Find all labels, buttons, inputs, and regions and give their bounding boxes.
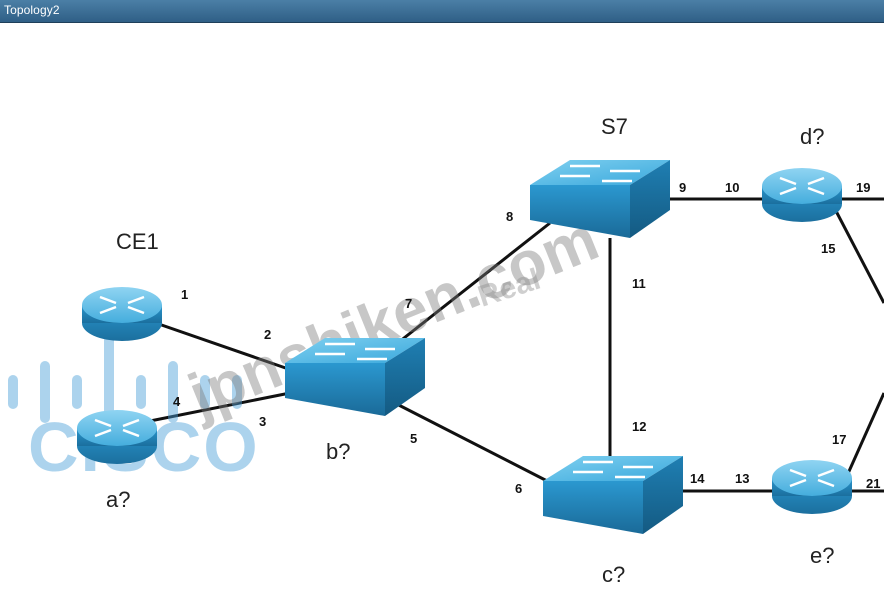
link-a-b bbox=[139, 389, 301, 425]
window-titlebar: Topology2 bbox=[0, 0, 884, 23]
router-ce1[interactable] bbox=[82, 287, 162, 341]
link-b-c bbox=[384, 396, 556, 487]
port-10: 10 bbox=[725, 180, 739, 195]
link-ce1-b bbox=[149, 319, 301, 375]
port-9: 9 bbox=[679, 180, 686, 195]
port-1: 1 bbox=[181, 287, 188, 302]
port-3: 3 bbox=[259, 414, 266, 429]
label-c: c? bbox=[602, 562, 625, 587]
router-arrows-icon bbox=[94, 418, 140, 438]
link-d-down bbox=[834, 210, 884, 304]
label-s7: S7 bbox=[601, 114, 628, 139]
port-19: 19 bbox=[856, 180, 870, 195]
port-13: 13 bbox=[735, 471, 749, 486]
switch-c[interactable] bbox=[543, 456, 683, 534]
port-2: 2 bbox=[264, 327, 271, 342]
label-e: e? bbox=[810, 543, 834, 568]
port-6: 6 bbox=[515, 481, 522, 496]
router-arrows-icon bbox=[99, 295, 145, 315]
router-e[interactable] bbox=[772, 460, 852, 514]
label-a: a? bbox=[106, 487, 130, 512]
switch-s7[interactable] bbox=[530, 160, 670, 238]
topology-canvas: CISCO jpnshiken.com Real bbox=[0, 23, 884, 604]
switch-b[interactable] bbox=[285, 338, 425, 416]
port-17: 17 bbox=[832, 432, 846, 447]
label-ce1: CE1 bbox=[116, 229, 159, 254]
link-b-s7 bbox=[384, 221, 551, 355]
switch-arrows-icon bbox=[560, 164, 640, 183]
router-arrows-icon bbox=[779, 176, 825, 196]
port-12: 12 bbox=[632, 419, 646, 434]
port-11: 11 bbox=[632, 276, 646, 291]
port-14: 14 bbox=[690, 471, 705, 486]
port-5: 5 bbox=[410, 431, 417, 446]
port-21: 21 bbox=[866, 476, 880, 491]
label-d: d? bbox=[800, 124, 824, 149]
router-d[interactable] bbox=[762, 168, 842, 222]
port-7: 7 bbox=[405, 296, 412, 311]
port-15: 15 bbox=[821, 241, 835, 256]
window-title: Topology2 bbox=[4, 3, 60, 17]
port-4: 4 bbox=[173, 394, 181, 409]
link-e-up bbox=[844, 392, 884, 479]
switch-arrows-icon bbox=[315, 342, 395, 361]
router-a[interactable] bbox=[77, 410, 157, 464]
router-arrows-icon bbox=[789, 468, 835, 488]
switch-arrows-icon bbox=[573, 460, 653, 479]
label-b: b? bbox=[326, 439, 350, 464]
topology-diagram: CISCO jpnshiken.com Real bbox=[8, 114, 884, 587]
port-8: 8 bbox=[506, 209, 513, 224]
